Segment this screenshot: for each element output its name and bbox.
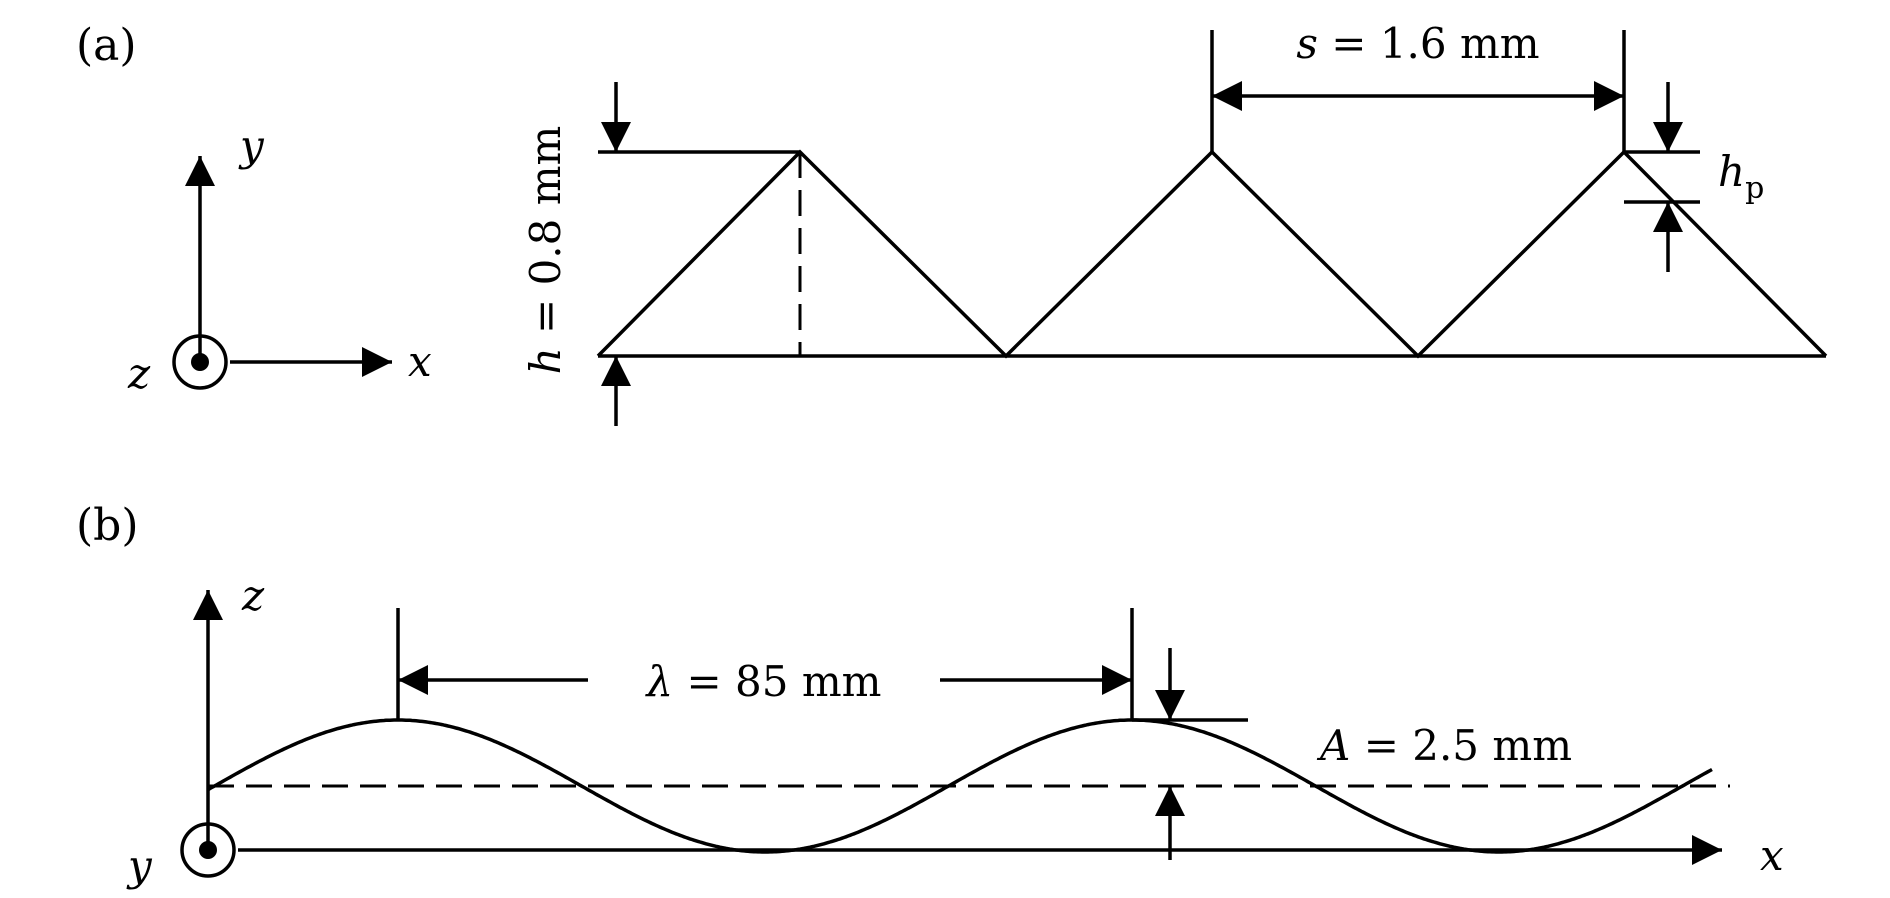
- x-axis-label-b: x: [1760, 831, 1784, 880]
- y-axis-label-a: y: [238, 121, 265, 170]
- panel-b-label: (b): [76, 500, 139, 551]
- wavelength-dimension: λ = 85 mm: [396, 608, 1134, 720]
- axes-a: y x z: [127, 121, 432, 398]
- amplitude-label-mask: [1318, 718, 1680, 776]
- x-axis-label-a: x: [408, 337, 432, 386]
- z-out-of-plane-dot-a: [191, 353, 209, 371]
- sine-wave: [207, 718, 1713, 854]
- tip-height-label: hp: [1718, 147, 1764, 206]
- z-out-of-plane-circle-a: [172, 334, 228, 390]
- wavelength-label: λ = 85 mm: [645, 657, 882, 706]
- tip-height-subscript: p: [1745, 171, 1764, 206]
- amplitude-dimension: A = 2.5 mm: [1132, 648, 1680, 860]
- y-out-of-plane-dot-b: [199, 841, 217, 859]
- triangular-profile: [596, 149, 1828, 359]
- height-label: h = 0.8 mm: [521, 126, 570, 375]
- spacing-dimension: s = 1.6 mm: [1210, 19, 1626, 152]
- wavy-profile: [207, 718, 1730, 854]
- amplitude-label: A = 2.5 mm: [1316, 721, 1572, 770]
- y-out-of-plane-circle-b: [180, 822, 236, 878]
- z-axis-label-a: z: [127, 349, 151, 398]
- triangle-wave: [596, 149, 1828, 359]
- z-axis-label-b: z: [241, 571, 265, 620]
- spacing-label: s = 1.6 mm: [1296, 19, 1539, 68]
- panel-a-label: (a): [76, 20, 137, 71]
- height-dimension: h = 0.8 mm: [521, 82, 800, 426]
- y-axis-label-b: y: [126, 841, 153, 890]
- tip-height-dimension: hp: [1624, 82, 1764, 272]
